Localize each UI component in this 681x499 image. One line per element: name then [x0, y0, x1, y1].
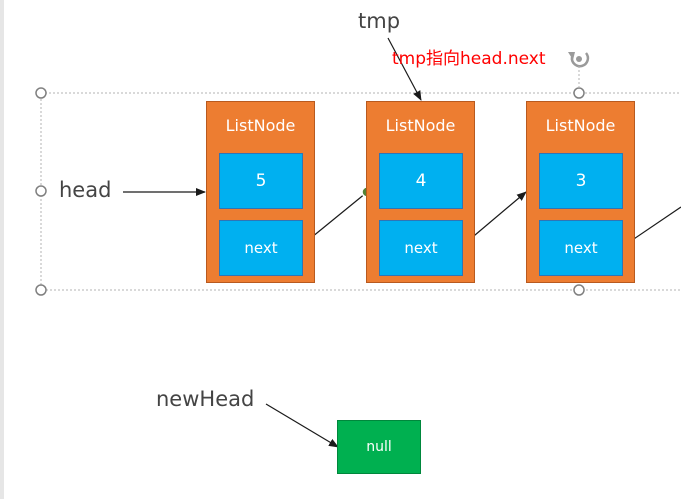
- list-node-1[interactable]: ListNode 5 next: [206, 101, 315, 283]
- selection-handle-middle-left[interactable]: [35, 185, 47, 197]
- new-head-arrow: [265, 403, 339, 448]
- list-node-3[interactable]: ListNode 3 next: [526, 101, 635, 283]
- selection-handle-top-left[interactable]: [35, 87, 47, 99]
- rotate-icon[interactable]: [568, 52, 590, 88]
- list-node-2[interactable]: ListNode 4 next: [366, 101, 475, 283]
- head-label: head: [59, 178, 112, 202]
- list-node-next: next: [539, 220, 623, 276]
- window-edge: [0, 0, 4, 499]
- list-node-value: 4: [379, 153, 463, 209]
- new-head-label: newHead: [156, 387, 255, 411]
- tmp-label: tmp: [358, 9, 401, 33]
- list-node-title: ListNode: [545, 116, 616, 135]
- tmp-annotation: tmp指向head.next: [392, 49, 546, 69]
- tmp-arrow: [387, 37, 422, 101]
- selection-handle-bottom-left[interactable]: [35, 284, 47, 296]
- list-node-next: next: [379, 220, 463, 276]
- list-node-next: next: [219, 220, 303, 276]
- selection-handle-top-middle[interactable]: [573, 87, 585, 99]
- list-node-title: ListNode: [225, 116, 296, 135]
- list-node-title: ListNode: [385, 116, 456, 135]
- selection-handle-bottom-middle[interactable]: [573, 284, 585, 296]
- list-node-value: 3: [539, 153, 623, 209]
- list-node-value: 5: [219, 153, 303, 209]
- null-box[interactable]: null: [337, 420, 421, 474]
